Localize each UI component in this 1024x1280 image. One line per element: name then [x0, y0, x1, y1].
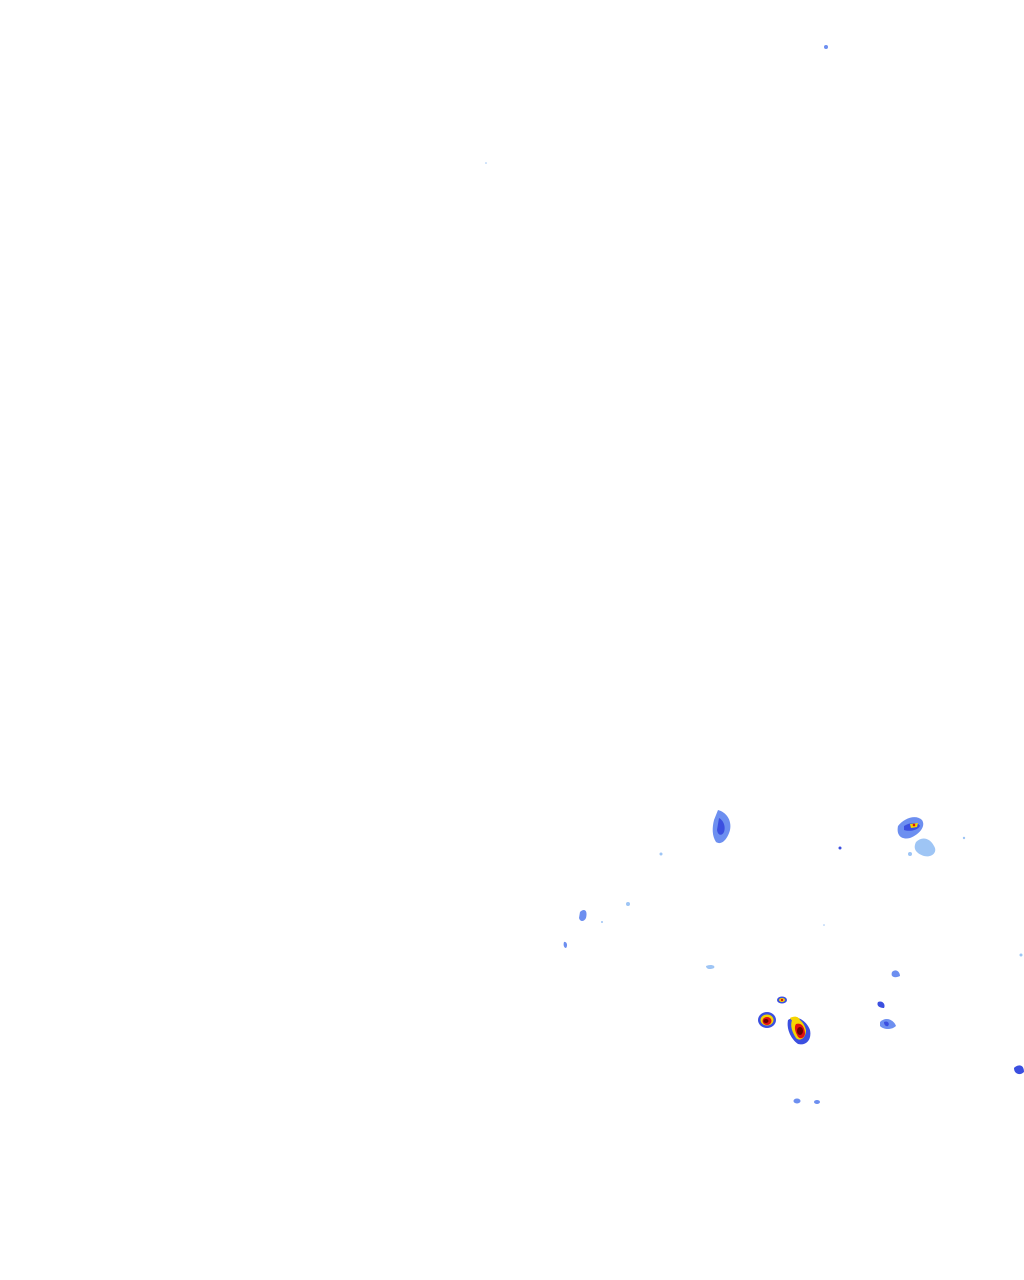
echo-cell — [891, 970, 900, 978]
echo-cell — [717, 818, 725, 835]
echo-cell — [912, 823, 916, 827]
echo-cell — [814, 1100, 820, 1104]
echo-cluster-south — [793, 924, 825, 1104]
echo-cell — [763, 1019, 769, 1023]
echo-cluster-west — [563, 902, 715, 970]
echo-cell — [706, 964, 715, 970]
echo-cell — [1014, 1065, 1024, 1075]
echo-cell — [579, 910, 587, 921]
echo-cluster-east — [877, 953, 1024, 1075]
echo-cell — [626, 902, 630, 906]
echo-cell — [962, 836, 966, 840]
echo-cell — [601, 921, 603, 923]
echo-cell — [824, 45, 828, 49]
echo-cell — [884, 1021, 889, 1027]
echo-cell — [797, 1027, 803, 1035]
echo-cell — [659, 852, 663, 856]
echo-cluster-northeast — [838, 817, 966, 857]
echo-cluster-north-central — [659, 810, 731, 856]
echo-cell — [877, 1001, 885, 1008]
echo-cell — [908, 852, 912, 856]
echo-cell — [1019, 953, 1023, 957]
echo-cell — [780, 998, 784, 1002]
echo-cell — [563, 941, 568, 948]
echo-cell — [823, 924, 825, 926]
echo-cluster-far-north — [485, 45, 828, 164]
echo-cluster-storm-cells — [758, 996, 811, 1045]
echo-cell — [485, 162, 487, 164]
echo-cell — [790, 1016, 800, 1022]
echo-cell — [793, 1098, 801, 1104]
echo-cell — [914, 838, 936, 857]
echo-cell — [838, 846, 842, 850]
